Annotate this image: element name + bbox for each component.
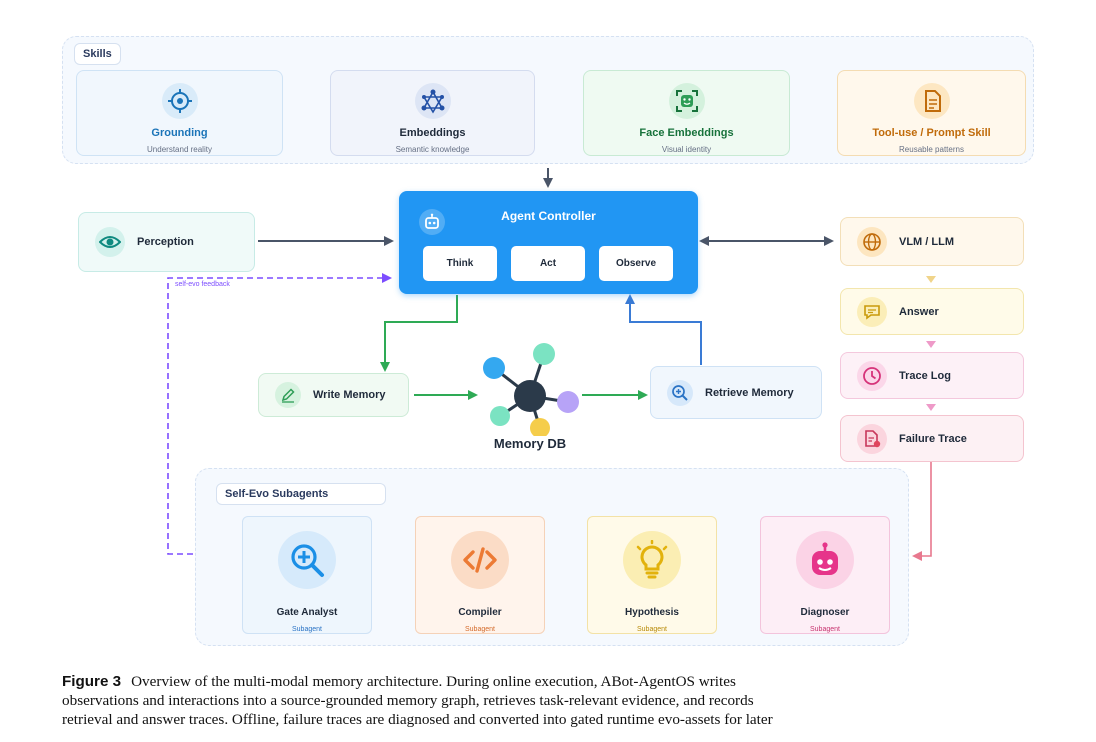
globe-icon bbox=[857, 226, 887, 257]
eye-icon bbox=[95, 227, 125, 257]
figure-caption: Figure 3 Overview of the multi-modal memo… bbox=[62, 672, 1042, 729]
subagent-title: Compiler bbox=[458, 607, 502, 618]
arrow-failure-to-diagnoser bbox=[912, 462, 932, 561]
skill-title: Face Embeddings bbox=[639, 127, 734, 139]
subagent-gate-analyst: Gate Analyst Subagent bbox=[242, 516, 372, 634]
subagent-subtitle: Subagent bbox=[637, 626, 667, 633]
caption-text-1: Overview of the multi-modal memory archi… bbox=[131, 673, 736, 690]
failure-trace-node: Failure Trace bbox=[840, 415, 1024, 462]
step-act: Act bbox=[511, 246, 585, 281]
write-memory-node: Write Memory bbox=[258, 373, 409, 417]
subagent-compiler: Compiler Subagent bbox=[415, 516, 545, 634]
answer-label: Answer bbox=[899, 305, 939, 318]
trace-log-node: Trace Log bbox=[840, 352, 1024, 399]
vlm-llm-label: VLM / LLM bbox=[899, 235, 954, 248]
controller-title: Agent Controller bbox=[501, 209, 596, 223]
document-icon bbox=[913, 83, 950, 119]
magnifier-plus-icon bbox=[667, 379, 693, 406]
skill-embeddings: Embeddings Semantic knowledge bbox=[330, 70, 535, 156]
code-icon bbox=[451, 531, 509, 589]
magnifier-icon bbox=[278, 531, 336, 589]
skill-subtitle: Visual identity bbox=[661, 145, 712, 154]
step-observe: Observe bbox=[599, 246, 673, 281]
skill-face-embeddings: Face Embeddings Visual identity bbox=[583, 70, 790, 156]
robot-icon bbox=[419, 209, 445, 235]
arrow-retrieve-to-controller bbox=[625, 294, 702, 365]
perception-label: Perception bbox=[137, 236, 194, 248]
skill-subtitle: Semantic knowledge bbox=[395, 145, 470, 154]
step-think: Think bbox=[423, 246, 497, 281]
subagent-hypothesis: Hypothesis Subagent bbox=[587, 516, 717, 634]
arrow-controller-to-write bbox=[380, 295, 458, 372]
subagent-subtitle: Subagent bbox=[292, 626, 322, 633]
arrow-answer-to-trace bbox=[926, 341, 936, 348]
crosshair-icon bbox=[161, 83, 198, 119]
figure-label: Figure 3 bbox=[62, 673, 122, 690]
perception-node: Perception bbox=[78, 212, 255, 272]
retrieve-memory-node: Retrieve Memory bbox=[650, 366, 822, 419]
subagent-diagnoser: Diagnoser Subagent bbox=[760, 516, 890, 634]
skill-grounding: Grounding Understand reality bbox=[76, 70, 283, 156]
answer-node: Answer bbox=[840, 288, 1024, 335]
subagent-subtitle: Subagent bbox=[810, 626, 840, 633]
write-memory-label: Write Memory bbox=[313, 389, 386, 401]
subagent-title: Diagnoser bbox=[800, 607, 850, 618]
skills-title: Skills bbox=[74, 43, 121, 65]
failure-trace-label: Failure Trace bbox=[899, 432, 967, 445]
clock-icon bbox=[857, 360, 887, 391]
self-evo-feedback-label: self-evo feedback bbox=[175, 281, 230, 288]
memory-graph-icon bbox=[483, 343, 579, 436]
arrow-trace-to-failure bbox=[926, 404, 936, 411]
caption-line-2: observations and interactions into a sou… bbox=[62, 692, 754, 709]
trace-log-label: Trace Log bbox=[899, 369, 951, 382]
caption-line-3: retrieval and answer traces. Offline, fa… bbox=[62, 711, 773, 728]
skill-title: Embeddings bbox=[399, 127, 466, 139]
agent-controller: Agent Controller Think Act Observe bbox=[399, 191, 698, 294]
skill-subtitle: Understand reality bbox=[147, 145, 212, 154]
subagent-subtitle: Subagent bbox=[465, 626, 495, 633]
memory-db-label: Memory DB bbox=[493, 436, 567, 451]
lightbulb-icon bbox=[623, 531, 681, 589]
subagent-title: Hypothesis bbox=[625, 607, 679, 618]
skill-tool-use: Tool-use / Prompt Skill Reusable pattern… bbox=[837, 70, 1026, 156]
face-scan-icon bbox=[668, 83, 705, 119]
arrow-vlm-to-answer bbox=[926, 276, 936, 283]
skill-subtitle: Reusable patterns bbox=[899, 145, 964, 154]
arrow-self-evo-feedback bbox=[167, 273, 392, 555]
skill-title: Tool-use / Prompt Skill bbox=[872, 127, 991, 139]
message-icon bbox=[857, 296, 887, 327]
caption-line-1: Figure 3 Overview of the multi-modal memo… bbox=[62, 672, 1042, 691]
subagent-title: Gate Analyst bbox=[276, 607, 338, 618]
vlm-llm-node: VLM / LLM bbox=[840, 217, 1024, 266]
network-icon bbox=[414, 83, 451, 119]
robot-face-icon bbox=[796, 531, 854, 589]
failure-document-icon bbox=[857, 423, 887, 454]
retrieve-memory-label: Retrieve Memory bbox=[705, 386, 794, 399]
skill-title: Grounding bbox=[151, 127, 208, 139]
self-evo-title: Self-Evo Subagents bbox=[216, 483, 386, 505]
pencil-icon bbox=[275, 382, 301, 408]
